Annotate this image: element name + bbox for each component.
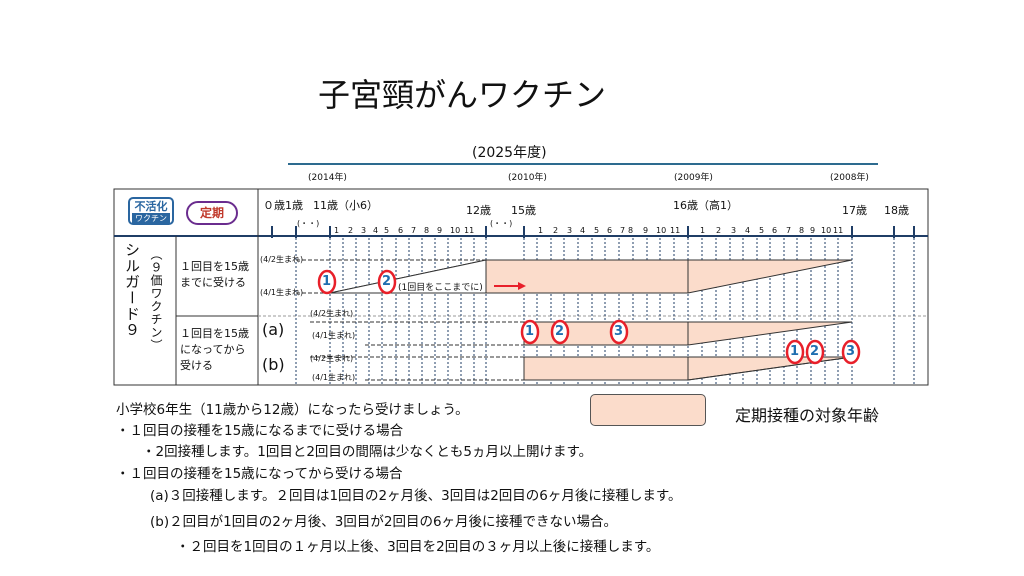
month-11-c: 11 xyxy=(833,226,844,235)
birth-year-2010: (2010年) xyxy=(508,173,547,183)
note-case2: ・１回目の接種を15歳になってから受ける場合 xyxy=(116,466,403,482)
birth-year-2009: (2009年) xyxy=(674,173,713,183)
dose-2-row-b: 2 xyxy=(810,344,820,359)
month-7-c: 7 xyxy=(786,226,792,235)
month-9-b: 9 xyxy=(643,226,649,235)
page-title: 子宮頸がんワクチン xyxy=(318,76,607,114)
month-5-a: 5 xyxy=(384,226,390,235)
month-5-b: 5 xyxy=(594,226,600,235)
dose-3-row-a: 3 xyxy=(614,324,624,339)
vaccine-name: シルガード９ xyxy=(123,242,141,338)
month-8-b: 8 xyxy=(628,226,634,235)
age-11: 11歳（小6） xyxy=(313,199,378,212)
note-case1-detail: ・2回接種します。1回目と2回目の間隔は少なくとも5ヵ月以上開けます。 xyxy=(142,444,593,460)
row2-label-line3: 受ける xyxy=(180,359,213,372)
row-a-band xyxy=(523,321,689,346)
dots-mid: (・・) xyxy=(490,219,513,228)
note-case2-b: (b)２回目が1回目の2ヶ月後、3回目が2回目の6ヶ月後に接種できない場合。 xyxy=(150,514,618,530)
month-9-c: 9 xyxy=(810,226,816,235)
month-10-b: 10 xyxy=(656,226,667,235)
month-1-c: 1 xyxy=(700,226,706,235)
dose-2-row1: 2 xyxy=(382,274,392,289)
month-2-a: 2 xyxy=(348,226,354,235)
row1-triangle xyxy=(329,259,487,294)
age-17: 17歳 xyxy=(842,204,867,217)
age-ticks xyxy=(271,226,915,238)
row-a-label: (a) xyxy=(262,320,285,339)
inactivated-badge: 不活化 ワクチン xyxy=(128,197,174,225)
dose-2-row-a: 2 xyxy=(555,324,565,339)
month-10-a: 10 xyxy=(450,226,461,235)
month-9-a: 9 xyxy=(437,226,443,235)
row1-born-apr1: (4/1生まれ) xyxy=(260,288,304,297)
month-8-a: 8 xyxy=(424,226,430,235)
month-7-b: 7 xyxy=(620,226,626,235)
dose-3-row-b: 3 xyxy=(846,344,856,359)
dose-1-row1: 1 xyxy=(322,274,332,289)
month-2-b: 2 xyxy=(553,226,559,235)
fiscal-year-line xyxy=(288,163,878,165)
table-frame xyxy=(113,188,929,386)
row-a-born-apr1: (4/1生まれ) xyxy=(312,331,356,340)
row1-born-apr2: (4/2生まれ) xyxy=(260,255,304,264)
age-16: 16歳（高1） xyxy=(673,199,738,212)
note-recommend: 小学校6年生（11歳から12歳）になったら受けましょう。 xyxy=(116,402,469,418)
month-6-c: 6 xyxy=(772,226,778,235)
month-1-b: 1 xyxy=(538,226,544,235)
row2-label-line2: になってから xyxy=(180,343,246,356)
age-15: 15歳 xyxy=(511,204,536,217)
badge-inactivated-bottom: ワクチン xyxy=(132,213,170,224)
birth-year-2014: (2014年) xyxy=(308,173,347,183)
row-b-label: (b) xyxy=(262,355,285,374)
month-4-c: 4 xyxy=(745,226,751,235)
month-1-a: 1 xyxy=(334,226,340,235)
age-0: ０歳 xyxy=(263,199,285,212)
row-b-born-apr1: (4/1生まれ) xyxy=(312,373,356,382)
note-case2-a: (a)３回接種します。２回目は1回目の2ヶ月後、3回目は2回目の6ヶ月後に接種し… xyxy=(150,488,682,504)
vaccine-type: （９価ワクチン） xyxy=(149,248,163,352)
row1-label-line2: までに受ける xyxy=(180,276,246,289)
month-3-b: 3 xyxy=(567,226,573,235)
month-6-a: 6 xyxy=(398,226,404,235)
age-18: 18歳 xyxy=(884,204,909,217)
age-12: 12歳 xyxy=(466,204,491,217)
row1-arrowhead xyxy=(518,282,526,290)
month-5-c: 5 xyxy=(759,226,765,235)
month-11-a: 11 xyxy=(464,226,475,235)
badge-inactivated-top: 不活化 xyxy=(134,200,168,213)
note-case2-b-detail: ・２回目を1回目の１ヶ月以上後、3回目を2回目の３ヶ月以上後に接種します。 xyxy=(176,539,660,555)
dose-1-row-a: 1 xyxy=(525,324,535,339)
row-a-born-apr2: (4/2生まれ) xyxy=(310,309,354,318)
month-8-c: 8 xyxy=(799,226,805,235)
month-4-a: 4 xyxy=(373,226,379,235)
routine-badge: 定期 xyxy=(186,201,238,225)
row1-label-line1: １回目を15歳 xyxy=(180,260,249,273)
dots-early: (・・) xyxy=(297,219,320,228)
row1-deadline-note: (1回目をここまでに) xyxy=(398,283,483,293)
month-6-b: 6 xyxy=(607,226,613,235)
month-11-b: 11 xyxy=(670,226,681,235)
month-3-a: 3 xyxy=(361,226,367,235)
age-1: 1歳 xyxy=(285,199,303,212)
legend-label: 定期接種の対象年齢 xyxy=(735,406,880,425)
birth-year-2008: (2008年) xyxy=(830,173,869,183)
row-b-band xyxy=(523,356,689,381)
month-7-a: 7 xyxy=(411,226,417,235)
dose-1-row-b: 1 xyxy=(790,344,800,359)
legend-swatch xyxy=(590,394,706,426)
dose-circles xyxy=(317,269,861,365)
month-3-c: 3 xyxy=(731,226,737,235)
row-b-born-apr2: (4/2生まれ) xyxy=(310,354,354,363)
row2-label-line1: １回目を15歳 xyxy=(180,327,249,340)
note-case1: ・１回目の接種を15歳になるまでに受ける場合 xyxy=(116,423,404,439)
month-4-b: 4 xyxy=(580,226,586,235)
fiscal-year-label: (2025年度) xyxy=(472,145,547,161)
month-2-c: 2 xyxy=(716,226,722,235)
month-10-c: 10 xyxy=(821,226,832,235)
row-b-diagonal xyxy=(687,356,853,381)
